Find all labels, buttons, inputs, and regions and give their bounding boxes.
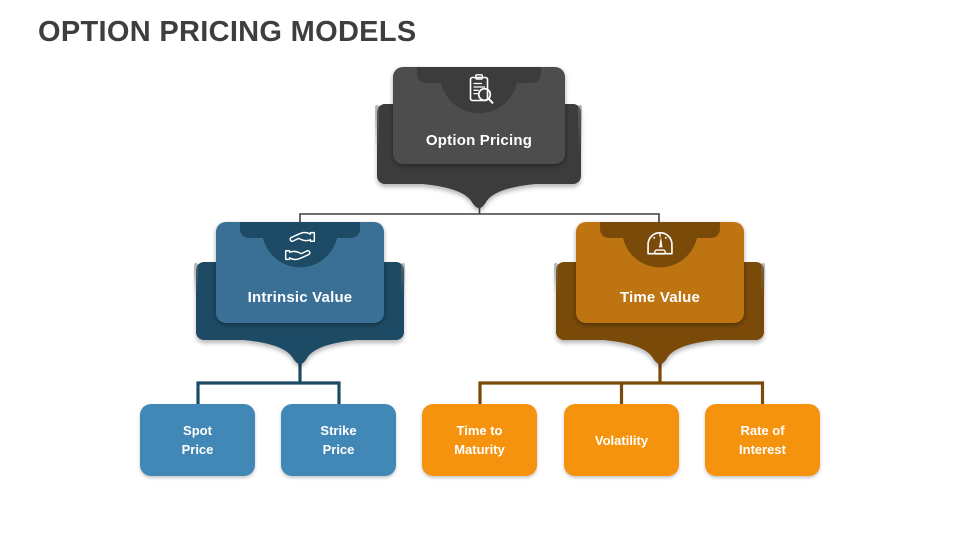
gauge-icon [647,231,673,255]
intrinsic-edge-highlight-left [194,263,198,295]
intrinsic-icon-bump [240,222,360,268]
root-connector-line [299,205,660,223]
leaf-label-line: Price [181,442,214,457]
time-edge-highlight-left [554,263,558,295]
leaf-volatility: Volatility [564,404,679,476]
node-time-value: Time Value [576,222,744,323]
leaf-label-line: Rate of [740,423,785,438]
root-edge-highlight-left [375,105,379,151]
clipboard-search-icon [469,74,494,104]
handshake-icon [284,231,316,261]
node-option-pricing: Option Pricing [393,67,565,164]
time-edge-highlight-right [761,263,765,295]
root-edge-highlight-right [578,105,582,151]
root-icon-bump [417,67,541,114]
leaf-label-line: Price [322,442,355,457]
slide-title: OPTION PRICING MODELS [38,16,417,48]
leaf-label-line: Maturity [454,442,505,457]
leaf-label-line: Time to [456,423,503,438]
leaf-time-to-maturity: Time to Maturity [422,404,537,476]
node-intrinsic-value: Intrinsic Value [216,222,384,323]
leaf-label-line: Strike [320,423,357,438]
leaf-strike-price: Strike Price [281,404,396,476]
intrinsic-connector-line [196,358,341,405]
intrinsic-edge-highlight-right [401,263,405,295]
node-label-time-value: Time Value [619,289,701,306]
node-label-intrinsic-value: Intrinsic Value [247,289,353,306]
leaf-label-line: Volatility [594,432,649,448]
leaf-spot-price: Spot Price [140,404,255,476]
time-connector-line [478,358,765,405]
leaf-label-line: Interest [739,442,786,457]
leaf-label-line: Spot [183,423,212,438]
leaf-rate-of-interest: Rate of Interest [705,404,820,476]
node-label-option-pricing: Option Pricing [425,132,533,149]
